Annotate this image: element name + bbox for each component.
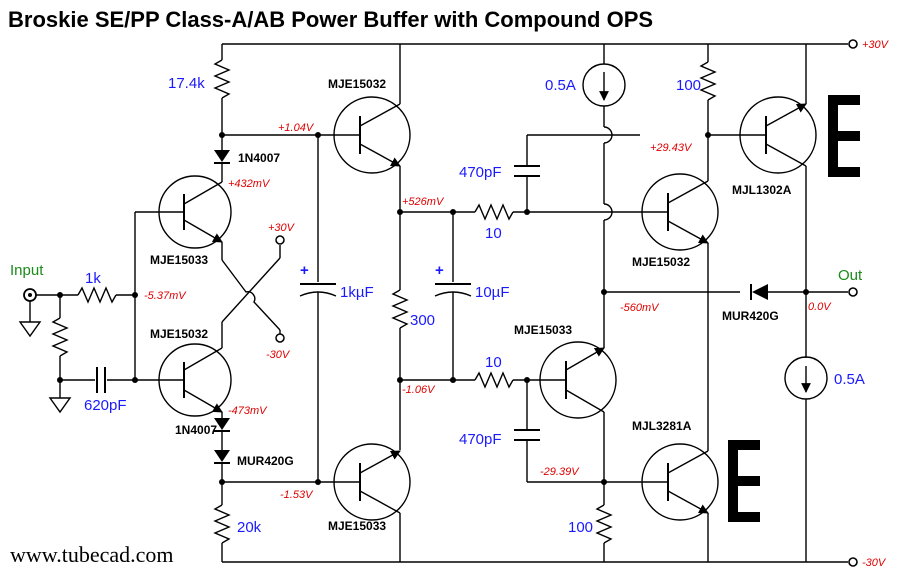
top-gate-resistor-value: 10 (485, 225, 502, 242)
top-output-resistor (699, 61, 717, 101)
ground-symbol (18, 321, 42, 338)
transistor-q1 (158, 175, 232, 249)
neg-rail-label: -30V (862, 557, 887, 569)
small-neg-terminal[interactable] (275, 333, 285, 343)
node-v5: -1.53V (280, 489, 314, 501)
ground-symbol-2 (48, 397, 72, 414)
q2-label: MJE15032 (150, 327, 208, 341)
output-port[interactable] (848, 287, 858, 297)
bottom-output-resistor-value: 100 (568, 519, 593, 536)
node-v1: +1.04V (278, 122, 315, 134)
footer-url[interactable]: www.tubecad.com (10, 542, 174, 567)
bottom-bias-resistor (213, 504, 231, 544)
top-bias-resistor-value: 17.4k (168, 75, 205, 92)
bottom-gate-resistor-value: 10 (485, 354, 502, 371)
q4-label: MJE15033 (328, 519, 386, 533)
pos-rail-label: +30V (862, 39, 890, 51)
q1-emitter-voltage: +432mV (228, 178, 271, 190)
top-current-source-value: 0.5A (545, 77, 576, 94)
top-470pf-value: 470pF (459, 164, 502, 181)
transistor-q2 (158, 343, 232, 417)
bottom-gate-resistor (474, 371, 514, 389)
q1-label: MJE15033 (150, 253, 208, 267)
small-pos-terminal[interactable] (275, 235, 285, 245)
input-resistor (77, 286, 117, 304)
q3-label: MJE15032 (328, 77, 386, 91)
transistor-q4 (332, 443, 411, 521)
diode-d3 (214, 450, 230, 462)
node-v6: +526mV (402, 196, 445, 208)
node-v10: 0.0V (808, 301, 832, 313)
bottom-bias-resistor-value: 20k (237, 519, 262, 536)
transistor-q6 (538, 341, 617, 419)
mid-cap-value: 10µF (475, 284, 510, 301)
input-node-voltage: -5.37mV (144, 290, 187, 302)
input-cap-value: 620pF (84, 397, 127, 414)
q6-label: MJE15033 (514, 323, 572, 337)
node-v7: -1.06V (402, 384, 436, 396)
svg-text:+: + (435, 262, 444, 279)
mid-resistor-value: 300 (410, 312, 435, 329)
input-resistor-value: 1k (85, 270, 101, 287)
transistor-q8 (640, 443, 719, 521)
transistor-q3 (332, 96, 411, 174)
bottom-output-resistor (595, 504, 613, 544)
d2-label: 1N4007 (175, 423, 217, 437)
input-shunt-resistor (51, 317, 69, 357)
top-bias-resistor (213, 59, 231, 99)
input-label: Input (10, 262, 44, 279)
pos-rail-terminal[interactable] (848, 39, 858, 49)
output-label: Out (838, 267, 863, 284)
transistor-q7 (739, 96, 817, 174)
svg-text:+: + (300, 262, 309, 279)
top-output-resistor-value: 100 (676, 77, 701, 94)
input-port[interactable] (23, 288, 37, 302)
diode-d1 (214, 150, 230, 162)
diode-d2 (214, 418, 230, 430)
q5-label: MJE15032 (632, 255, 690, 269)
node-v9: -560mV (620, 302, 660, 314)
q7-label: MJL1302A (732, 183, 792, 197)
transistor-q5 (640, 173, 719, 251)
diagram-title: Broskie SE/PP Class-A/AB Power Buffer wi… (8, 7, 653, 32)
heatsink-bottom (728, 440, 760, 522)
heatsink-top (828, 95, 860, 177)
d1-label: 1N4007 (238, 151, 280, 165)
d3-label: MUR420G (237, 454, 294, 468)
diode-d4 (752, 284, 768, 300)
negative-rail: -30V (222, 557, 887, 569)
node-v11: -29.39V (540, 466, 580, 478)
neg-rail-terminal[interactable] (848, 557, 858, 567)
positive-rail: +30V (222, 39, 890, 51)
q8-label: MJL3281A (632, 419, 692, 433)
bottom-current-source-value: 0.5A (834, 371, 865, 388)
bottom-470pf-value: 470pF (459, 431, 502, 448)
small-neg-label: -30V (266, 349, 291, 361)
small-pos-label: +30V (268, 222, 296, 234)
top-gate-resistor (474, 203, 514, 221)
d4-label: MUR420G (722, 309, 779, 323)
mid-resistor (391, 289, 409, 329)
q2-emitter-voltage: -473mV (228, 405, 268, 417)
big-cap-value: 1kµF (340, 284, 374, 301)
node-v8: +29.43V (650, 142, 693, 154)
